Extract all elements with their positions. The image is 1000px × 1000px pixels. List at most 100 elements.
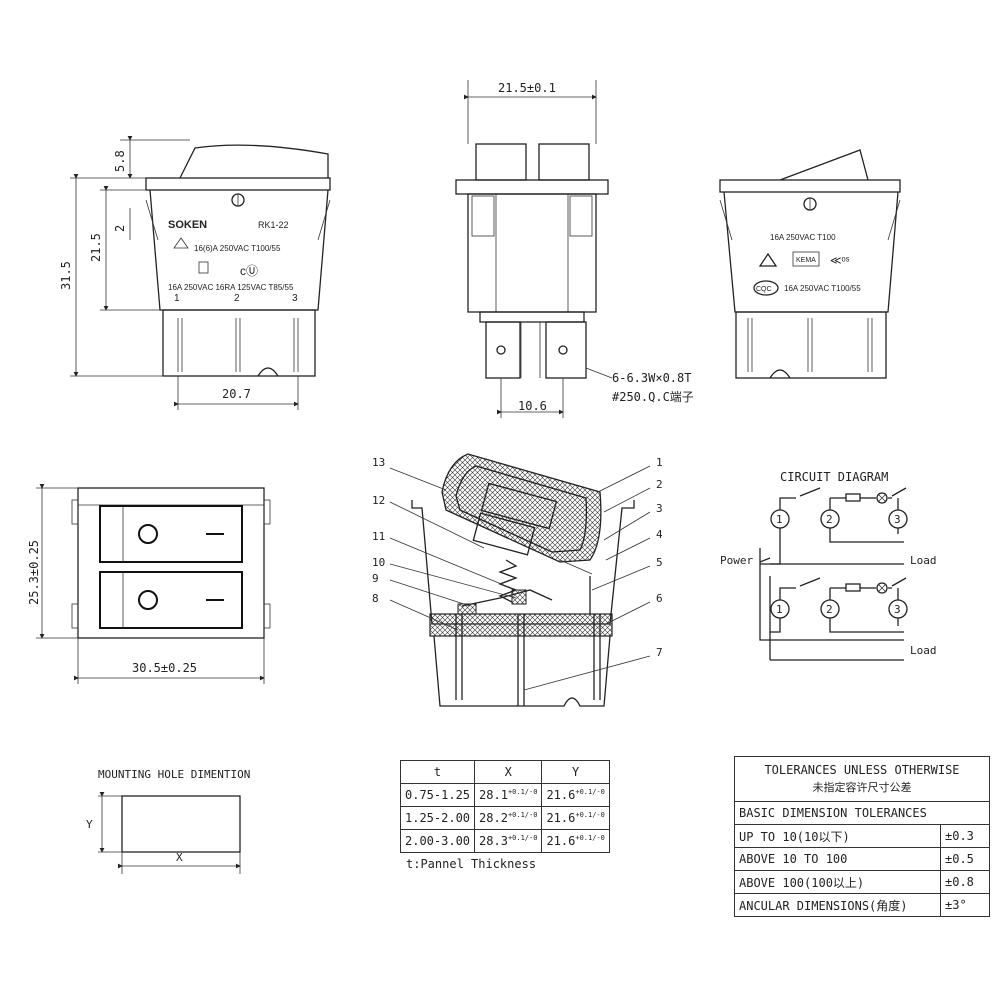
y-value: 21.6 [546,834,576,848]
mounting-hole: MOUNTING HOLE DIMENTION Y X [86,768,250,874]
table-cell: ±0.8 [940,870,990,894]
table-cell: ±0.5 [940,847,990,871]
x-tolerance: +0.1/-0 [507,834,538,842]
model-label: RK1-22 [258,220,289,230]
terminal-2-label: 2 [234,293,240,304]
cert-semko-icon: ≪ᵒˢ [830,255,850,267]
rocker-2 [99,571,243,629]
back-rating-1: 16A 250VAC T100 [770,233,836,242]
x-value: 28.2 [479,811,508,825]
x-tolerance: +0.1/-0 [507,788,538,796]
section-spring [498,559,518,603]
dim-mid-label: 2 [113,225,127,232]
table-cell: ABOVE 10 TO 100 [734,847,941,871]
table-row: ABOVE 10 TO 100 ±0.5 [734,847,990,871]
circuit-node-5-label: 2 [826,603,833,616]
tolerance-title-cn: 未指定容许尺寸公差 [812,781,912,794]
terminal-3-label: 3 [292,293,298,304]
terminal-note-1: 6-6.3W×0.8T [612,371,691,385]
table-cell: 28.1+0.1/-0 [474,783,543,807]
table-row: UP TO 10(10以下) ±0.3 [734,824,990,848]
rocker-1 [99,505,243,563]
side-bezel [455,179,609,195]
tolerance-title: TOLERANCES UNLESS OTHERWISE [764,763,960,777]
dim-top-label: 5.8 [113,150,127,172]
y-value: 21.6 [546,811,576,825]
callout-6: 6 [656,592,663,605]
table-header-cell: t [399,760,476,784]
tolerance-subtitle-row: BASIC DIMENSION TOLERANCES [734,801,990,825]
circuit-node-1-label: 1 [776,513,783,526]
table-cell: ±0.3 [940,824,990,848]
ul-mark-icon: cⓊ [240,264,258,278]
side-body [467,193,597,313]
circuit-title: CIRCUIT DIAGRAM [780,470,888,484]
callout-11: 11 [372,530,385,543]
callout-8: 8 [372,592,379,605]
callout-4: 4 [656,528,663,541]
dim-terminal-label: 10.6 [518,399,547,413]
mounting-x-label: X [176,851,183,864]
table-header-cell: Y [541,760,610,784]
panel-outline [77,487,265,639]
table-cell: 21.6+0.1/-0 [541,806,610,830]
side-rocker-right [538,143,590,181]
callout-9: 9 [372,572,379,585]
callout-7: 7 [656,646,663,659]
circuit-node-2-label: 2 [826,513,833,526]
terminal-tab-right [545,321,587,379]
dim-body-label: 21.5 [89,233,103,262]
table-cell: ABOVE 100(100以上) [734,870,941,894]
table-cell: 0.75-1.25 [399,783,476,807]
cqc-text: CQC [756,286,772,293]
rating-label-2: 16A 250VAC 16RA 125VAC T85/55 [168,283,294,292]
y-tolerance: +0.1/-0 [575,834,605,842]
table-row: 0.75-1.25 28.1+0.1/-0 21.6+0.1/-0 [399,783,610,807]
terminal-1-label: 1 [174,293,180,304]
kema-mark-icon: KEMA [796,257,816,264]
ce-mark-icon [198,261,209,274]
table-cell: ±3° [940,893,990,917]
y-tolerance: +0.1/-0 [575,788,605,796]
panel-thickness-table: t X Y 0.75-1.25 28.1+0.1/-0 21.6+0.1/-0 … [399,760,610,853]
side-view: 21.5±0.1 10.6 6-6.3W×0.8T #250.Q.C端子 [455,80,694,418]
table-header-row: t X Y [399,760,610,784]
dim-total-label: 31.5 [59,261,73,290]
panel-dim-height: 25.3±0.25 [27,540,41,605]
bezel-front [145,177,331,191]
circuit-node-4-label: 1 [776,603,783,616]
rocker-front [179,144,329,179]
mounting-y-label: Y [86,818,93,831]
callout-5: 5 [656,556,663,569]
table-row: ABOVE 100(100以上) ±0.8 [734,870,990,894]
tolerance-title-cell: TOLERANCES UNLESS OTHERWISE 未指定容许尺寸公差 [734,756,990,802]
section-plunger [480,482,558,530]
back-rating-2: 16A 250VAC T100/55 [784,284,861,293]
table-row: 2.00-3.00 28.3+0.1/-0 21.6+0.1/-0 [399,829,610,853]
x-value: 28.3 [479,834,508,848]
circuit-diagram: CIRCUIT DIAGRAM 1 2 3 Power Load 1 [720,470,937,661]
table-row: 1.25-2.00 28.2+0.1/-0 21.6+0.1/-0 [399,806,610,830]
cert-delta-icon [758,252,778,267]
mounting-cutout [121,795,241,853]
off-symbol-icon-2 [138,590,158,610]
table-cell: 28.2+0.1/-0 [474,806,543,830]
back-view: 16A 250VAC T100 KEMA ≪ᵒˢ CQC 16A 250VAC … [719,149,901,379]
cqc-mark-icon [753,280,779,296]
panel-dim-width: 30.5±0.25 [132,661,197,675]
callout-12: 12 [372,494,385,507]
dim-bottom-label: 20.7 [222,387,251,401]
table-row: ANCULAR DIMENSIONS(角度) ±3° [734,893,990,917]
panel-thickness-note: t:Pannel Thickness [406,857,537,871]
table-cell: ANCULAR DIMENSIONS(角度) [734,893,941,917]
tolerance-table: TOLERANCES UNLESS OTHERWISE 未指定容许尺寸公差 BA… [734,756,990,917]
callout-13: 13 [372,456,385,469]
circuit-node-3-label: 3 [894,513,901,526]
load-label-2: Load [910,644,937,657]
circuit-node-6-label: 3 [894,603,901,616]
off-symbol-icon [138,524,158,544]
power-label: Power [720,554,753,567]
terminal-note-2: #250.Q.C端子 [612,390,694,404]
callout-1: 1 [656,456,663,469]
dim-width-label: 21.5±0.1 [498,81,556,95]
